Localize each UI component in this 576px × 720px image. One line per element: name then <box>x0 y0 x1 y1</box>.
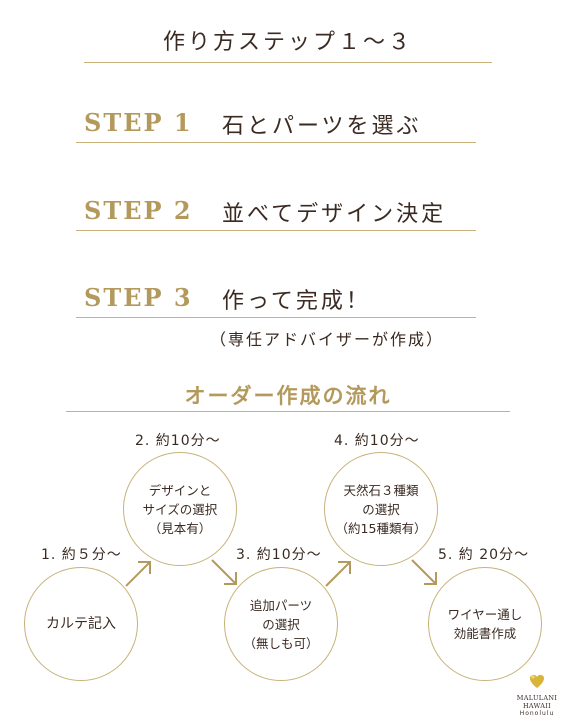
arrow-2-to-3 <box>211 559 237 585</box>
step-2-label: STEP 2 <box>84 196 193 225</box>
step-1-text: 石とパーツを選ぶ <box>222 114 422 139</box>
step-3-label: STEP 3 <box>84 283 193 312</box>
node-3-line-1: 追加パーツ <box>249 597 313 613</box>
node-5-line-2: 効能書作成 <box>453 626 517 641</box>
node-5-time: 5. 約 20分〜 <box>438 547 530 563</box>
node-3-line-3: （無しも可） <box>243 635 319 651</box>
step-3-subtext: （専任アドバイザーが作成） <box>210 330 445 349</box>
node-4-line-3: （約15種類有） <box>335 520 427 536</box>
flow-title: オーダー作成の流れ <box>184 384 392 408</box>
step-1-label: STEP 1 <box>84 108 193 137</box>
node-4-line-1: 天然石３種類 <box>343 482 419 498</box>
node-5-line-1: ワイヤー通し <box>447 607 523 622</box>
node-3-line-2: の選択 <box>262 616 300 632</box>
node-3-time: 3. 約10分〜 <box>236 547 322 563</box>
node-3-circle: 追加パーツ の選択 （無しも可） <box>224 567 338 681</box>
node-1-line-1: カルテ記入 <box>46 615 116 632</box>
node-4-time: 4. 約10分〜 <box>334 433 420 449</box>
step-3-text: 作って完成！ <box>222 289 371 314</box>
node-2-time: 2. 約10分〜 <box>135 433 221 449</box>
step-2-text: 並べてデザイン決定 <box>222 202 447 227</box>
flow-divider <box>66 411 510 412</box>
node-4-line-2: の選択 <box>362 501 400 517</box>
arrow-1-to-2 <box>125 561 151 587</box>
node-2-line-2: サイズの選択 <box>142 501 218 517</box>
step-1-divider <box>76 142 476 143</box>
brand-logo: MALULANI HAWAII Honolulu <box>504 672 570 717</box>
heart-flower-icon <box>529 674 545 688</box>
brand-name: MALULANI HAWAII <box>516 694 558 710</box>
node-4-circle: 天然石３種類 の選択 （約15種類有） <box>324 452 438 566</box>
arrow-4-to-5 <box>411 559 437 585</box>
node-2-line-1: デザインと <box>148 482 212 498</box>
node-2-circle: デザインと サイズの選択 （見本有） <box>123 452 237 566</box>
node-2-line-3: （見本有） <box>148 520 212 536</box>
arrow-3-to-4 <box>325 561 351 587</box>
step-2-divider <box>76 230 476 231</box>
title-divider <box>84 62 492 63</box>
page-title: 作り方ステップ１〜３ <box>162 30 413 55</box>
node-1-time: 1. 約５分〜 <box>41 547 122 563</box>
node-5-circle: ワイヤー通し 効能書作成 <box>428 567 542 681</box>
brand-city: Honolulu <box>519 710 555 717</box>
step-3-divider <box>76 317 476 318</box>
node-1-circle: カルテ記入 <box>24 567 138 681</box>
